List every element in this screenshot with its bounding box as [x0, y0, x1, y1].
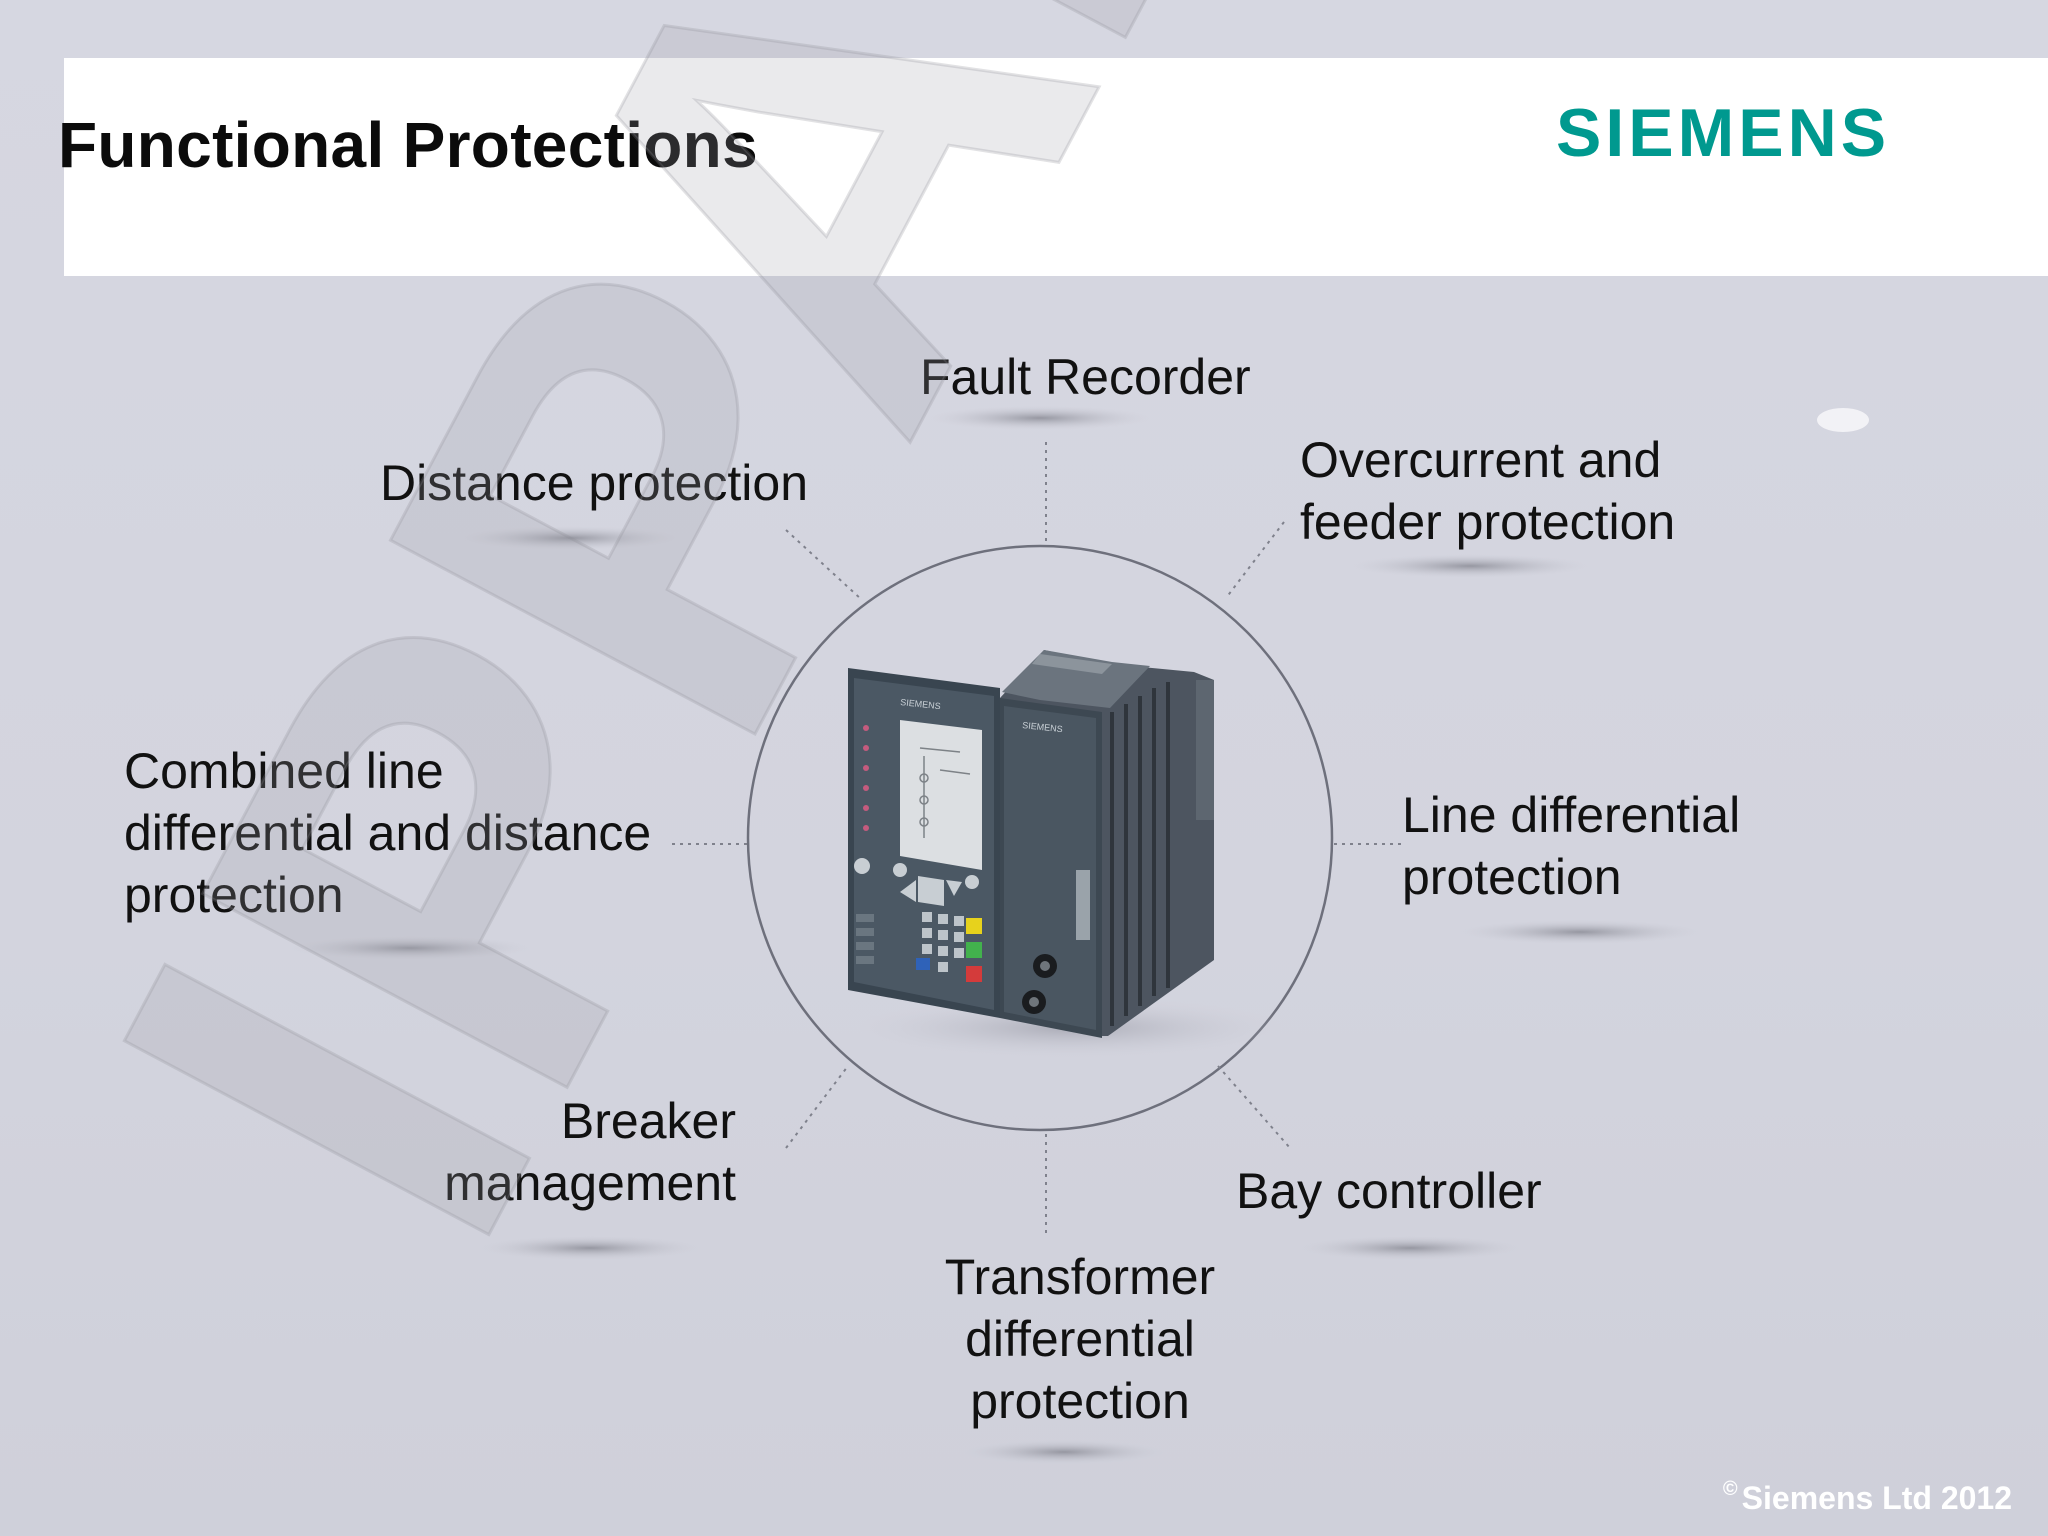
header-band: [64, 58, 2048, 276]
label-line: protection: [1402, 849, 1622, 905]
protection-relay-device: SIEMENS SIEMENS: [848, 650, 1214, 1038]
connector-lines: [672, 442, 1404, 1238]
label-line: Combined line: [124, 743, 444, 799]
label-line-differential: Line differential protection: [1402, 784, 1740, 908]
label-line: differential: [965, 1311, 1195, 1367]
center-ring: [746, 544, 1334, 1132]
label-shadows: [290, 406, 1869, 1464]
label-line: management: [444, 1155, 736, 1211]
label-line: Line differential: [1402, 787, 1741, 843]
label-distance-protection: Distance protection: [380, 452, 808, 514]
copyright-symbol: ©: [1722, 1478, 1738, 1500]
label-line: Bay controller: [1236, 1163, 1542, 1219]
label-line: Distance protection: [380, 455, 809, 511]
label-bay-controller: Bay controller: [1236, 1160, 1542, 1222]
label-line: feeder protection: [1300, 494, 1676, 550]
label-line: Breaker: [560, 1093, 736, 1149]
label-line: protection: [124, 867, 344, 923]
label-line: Overcurrent and: [1300, 432, 1662, 488]
label-transformer-differential: Transformer differential protection: [880, 1246, 1280, 1432]
label-line: differential and distance: [124, 805, 652, 861]
label-fault-recorder: Fault Recorder: [920, 346, 1251, 408]
page-title: Functional Protections: [58, 109, 758, 181]
label-line: Transformer: [944, 1249, 1216, 1305]
label-line: protection: [970, 1373, 1190, 1429]
label-overcurrent-feeder: Overcurrent and feeder protection: [1300, 429, 1675, 553]
copyright-footer: ©Siemens Ltd 2012: [1722, 1478, 2012, 1517]
label-combined-line-diff-distance: Combined line differential and distance …: [124, 740, 651, 926]
copyright-text: Siemens Ltd 2012: [1741, 1480, 2012, 1516]
device-brand-mark-left: SIEMENS: [900, 697, 941, 711]
device-brand-mark-right: SIEMENS: [1022, 720, 1063, 734]
siemens-logo-text: SIEMENS: [1556, 95, 1890, 170]
label-line: Fault Recorder: [920, 349, 1251, 405]
siemens-logo: SIEMENS: [1556, 95, 1890, 170]
label-breaker-management: Breaker management: [420, 1090, 736, 1214]
